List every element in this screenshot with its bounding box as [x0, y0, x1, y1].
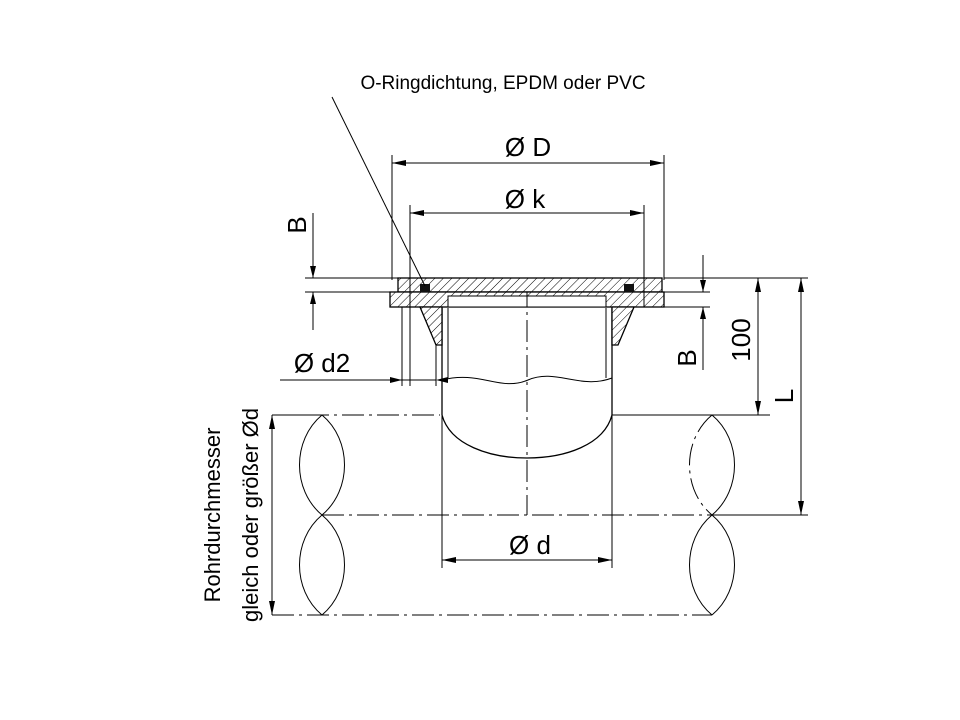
- flange-assembly: [389, 277, 665, 346]
- dimension-d2: Ø d2: [280, 307, 448, 386]
- o-ring-left: [420, 284, 430, 292]
- dimension-B-left: B: [282, 213, 398, 330]
- dimension-100: 100: [612, 277, 770, 416]
- dim-D-label: Ø D: [505, 132, 551, 162]
- dimension-B-right: B: [664, 255, 710, 370]
- dim-L-label: L: [769, 389, 799, 403]
- dimension-k: Ø k: [409, 184, 645, 280]
- dim-B-top-label: B: [282, 216, 312, 233]
- pipe-diameter-dimension: Rohrdurchmesser gleich oder größer Ød: [200, 408, 275, 622]
- main-pipe: [272, 414, 735, 616]
- dim-d-label: Ø d: [509, 530, 551, 560]
- dimension-L: L: [712, 277, 808, 516]
- pipe-note-line1: Rohrdurchmesser: [200, 428, 225, 603]
- dimension-d: Ø d: [441, 415, 613, 568]
- pipe-note-line2: gleich oder größer Ød: [238, 408, 263, 622]
- o-ring-label: O-Ringdichtung, EPDM oder PVC: [360, 73, 645, 94]
- o-ring-right: [624, 284, 634, 292]
- dim-d2-label: Ø d2: [294, 348, 350, 378]
- dim-k-label: Ø k: [505, 184, 546, 214]
- branch-spigot: [441, 285, 613, 515]
- dim-B-right-label: B: [672, 349, 702, 366]
- dim-100-label: 100: [726, 318, 756, 361]
- o-ring-callout: O-Ringdichtung, EPDM oder PVC: [331, 73, 646, 287]
- dimension-D: Ø D: [391, 132, 665, 280]
